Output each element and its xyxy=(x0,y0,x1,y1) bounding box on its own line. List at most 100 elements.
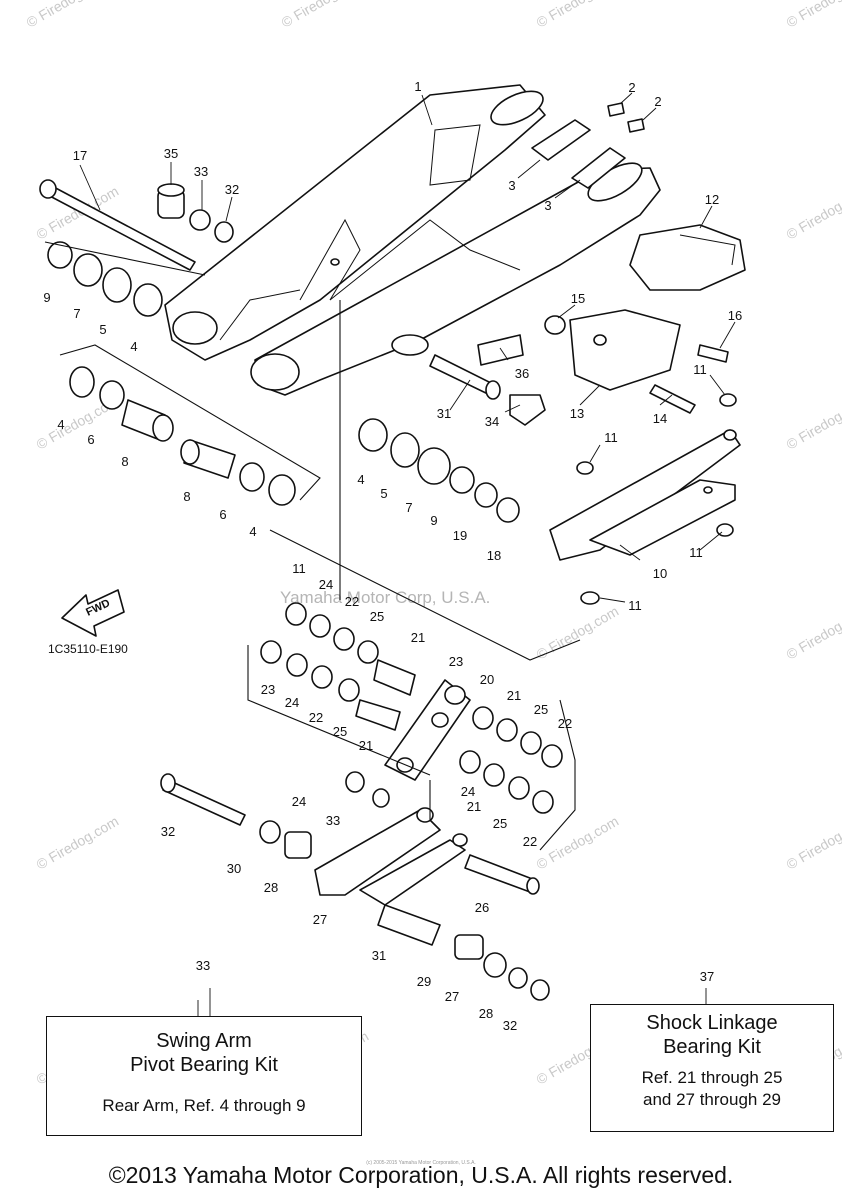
callout-number: 33 xyxy=(196,958,210,973)
callout-number: 3 xyxy=(544,198,551,213)
callout-number: 25 xyxy=(534,702,548,717)
kit-title-line1: Swing Arm xyxy=(156,1030,252,1052)
leader-lines xyxy=(79,92,736,1016)
callout-number: 25 xyxy=(333,724,347,739)
callout-number: 7 xyxy=(73,306,80,321)
watermark: © Firedog.com xyxy=(784,0,842,31)
callout-number: 37 xyxy=(700,969,714,984)
callout-number: 24 xyxy=(461,784,475,799)
callout-number: 10 xyxy=(653,566,667,581)
linkage-bearings xyxy=(260,602,563,814)
callout-number: 24 xyxy=(292,794,306,809)
callout-number: 11 xyxy=(292,561,306,576)
callout-number: 22 xyxy=(523,834,537,849)
callout-number: 6 xyxy=(87,432,94,447)
callout-number: 23 xyxy=(449,654,463,669)
callout-number: 2 xyxy=(628,80,635,95)
kit-subtitle-line2: and 27 through 29 xyxy=(642,1090,781,1109)
callout-number: 11 xyxy=(689,545,703,560)
watermark: © Firedog.com xyxy=(34,813,122,873)
callout-number: 26 xyxy=(475,900,489,915)
callout-number: 24 xyxy=(319,577,333,592)
chain-slider xyxy=(549,393,741,605)
callout-number: 17 xyxy=(73,148,87,163)
callout-number: 9 xyxy=(430,513,437,528)
callout-number: 33 xyxy=(326,813,340,828)
callout-number: 4 xyxy=(249,524,256,539)
callout-number: 4 xyxy=(130,339,137,354)
callout-number: 12 xyxy=(705,192,719,207)
callout-number: 31 xyxy=(372,948,386,963)
callout-number: 2 xyxy=(654,94,661,109)
callout-number: 32 xyxy=(161,824,175,839)
callout-number: 14 xyxy=(653,411,667,426)
callout-number: 24 xyxy=(285,695,299,710)
callout-number: 28 xyxy=(479,1006,493,1021)
callout-number: 13 xyxy=(570,406,584,421)
lower-linkage xyxy=(160,771,550,1001)
callout-number: 22 xyxy=(309,710,323,725)
callout-number: 22 xyxy=(558,716,572,731)
callout-number: 11 xyxy=(693,362,707,377)
watermark: © Firedog.com xyxy=(24,0,112,31)
watermark-center: Yamaha Motor Corp, U.S.A. xyxy=(280,588,490,607)
callout-number: 25 xyxy=(493,816,507,831)
callout-number: 25 xyxy=(370,609,384,624)
callout-number: 22 xyxy=(345,594,359,609)
callout-number: 8 xyxy=(121,454,128,469)
callout-number: 29 xyxy=(417,974,431,989)
callout-number: 16 xyxy=(728,308,742,323)
callout-number: 5 xyxy=(380,486,387,501)
kit-title-line1: Shock Linkage xyxy=(646,1012,778,1034)
callout-number: 11 xyxy=(628,598,642,613)
callout-number: 9 xyxy=(43,290,50,305)
collar-nut-washer-top xyxy=(157,183,234,243)
callout-number: 34 xyxy=(485,414,499,429)
forward-arrow-icon: FWD xyxy=(61,589,125,637)
callout-number: 3 xyxy=(508,178,515,193)
fine-print: (c) 2005-2015 Yamaha Motor Corporation, … xyxy=(366,1160,476,1166)
callout-number: 27 xyxy=(445,989,459,1004)
kit-subtitle-line1: Ref. 21 through 25 xyxy=(641,1068,783,1087)
callout-number: 28 xyxy=(264,880,278,895)
callout-number: 36 xyxy=(515,366,529,381)
callout-number: 4 xyxy=(57,417,64,432)
group-frames xyxy=(44,241,581,851)
callout-number: 30 xyxy=(227,861,241,876)
bolt-31-upper xyxy=(429,334,546,426)
bolts-2 xyxy=(607,102,645,133)
callout-number: 5 xyxy=(99,322,106,337)
kit-box-shock-linkage: Shock Linkage Bearing Kit Ref. 21 throug… xyxy=(590,1004,834,1132)
callout-number: 21 xyxy=(411,630,425,645)
watermark: © Firedog.com xyxy=(784,183,842,243)
callout-number: 19 xyxy=(453,528,467,543)
callout-number: 21 xyxy=(359,738,373,753)
callout-number: 1 xyxy=(414,79,421,94)
callout-number: 18 xyxy=(487,548,501,563)
callout-number: 23 xyxy=(261,682,275,697)
watermark: © Firedog.com xyxy=(784,813,842,873)
callout-number: 21 xyxy=(507,688,521,703)
callout-number: 27 xyxy=(313,912,327,927)
kit-box-swing-arm-pivot: Swing Arm Pivot Bearing Kit Rear Arm, Re… xyxy=(46,1016,362,1136)
watermark: © Firedog.com xyxy=(279,0,367,31)
watermark: © Firedog.com xyxy=(534,0,622,31)
chain-adjusters xyxy=(531,119,626,189)
callout-number: 20 xyxy=(480,672,494,687)
copyright-notice: ©2013 Yamaha Motor Corporation, U.S.A. A… xyxy=(108,1162,734,1188)
left-bearing-stack-lower xyxy=(69,366,296,506)
callout-number: 21 xyxy=(467,799,481,814)
pivot-shaft xyxy=(39,179,196,271)
left-bearing-stack-upper xyxy=(47,241,163,317)
callout-number: 31 xyxy=(437,406,451,421)
callout-number: 32 xyxy=(225,182,239,197)
right-bearing-stack xyxy=(358,418,520,523)
callout-number: 7 xyxy=(405,500,412,515)
kit-subtitle: Rear Arm, Ref. 4 through 9 xyxy=(102,1096,306,1115)
callout-number: 33 xyxy=(194,164,208,179)
watermark: © Firedog.com xyxy=(784,603,842,663)
chain-guide xyxy=(544,224,746,414)
